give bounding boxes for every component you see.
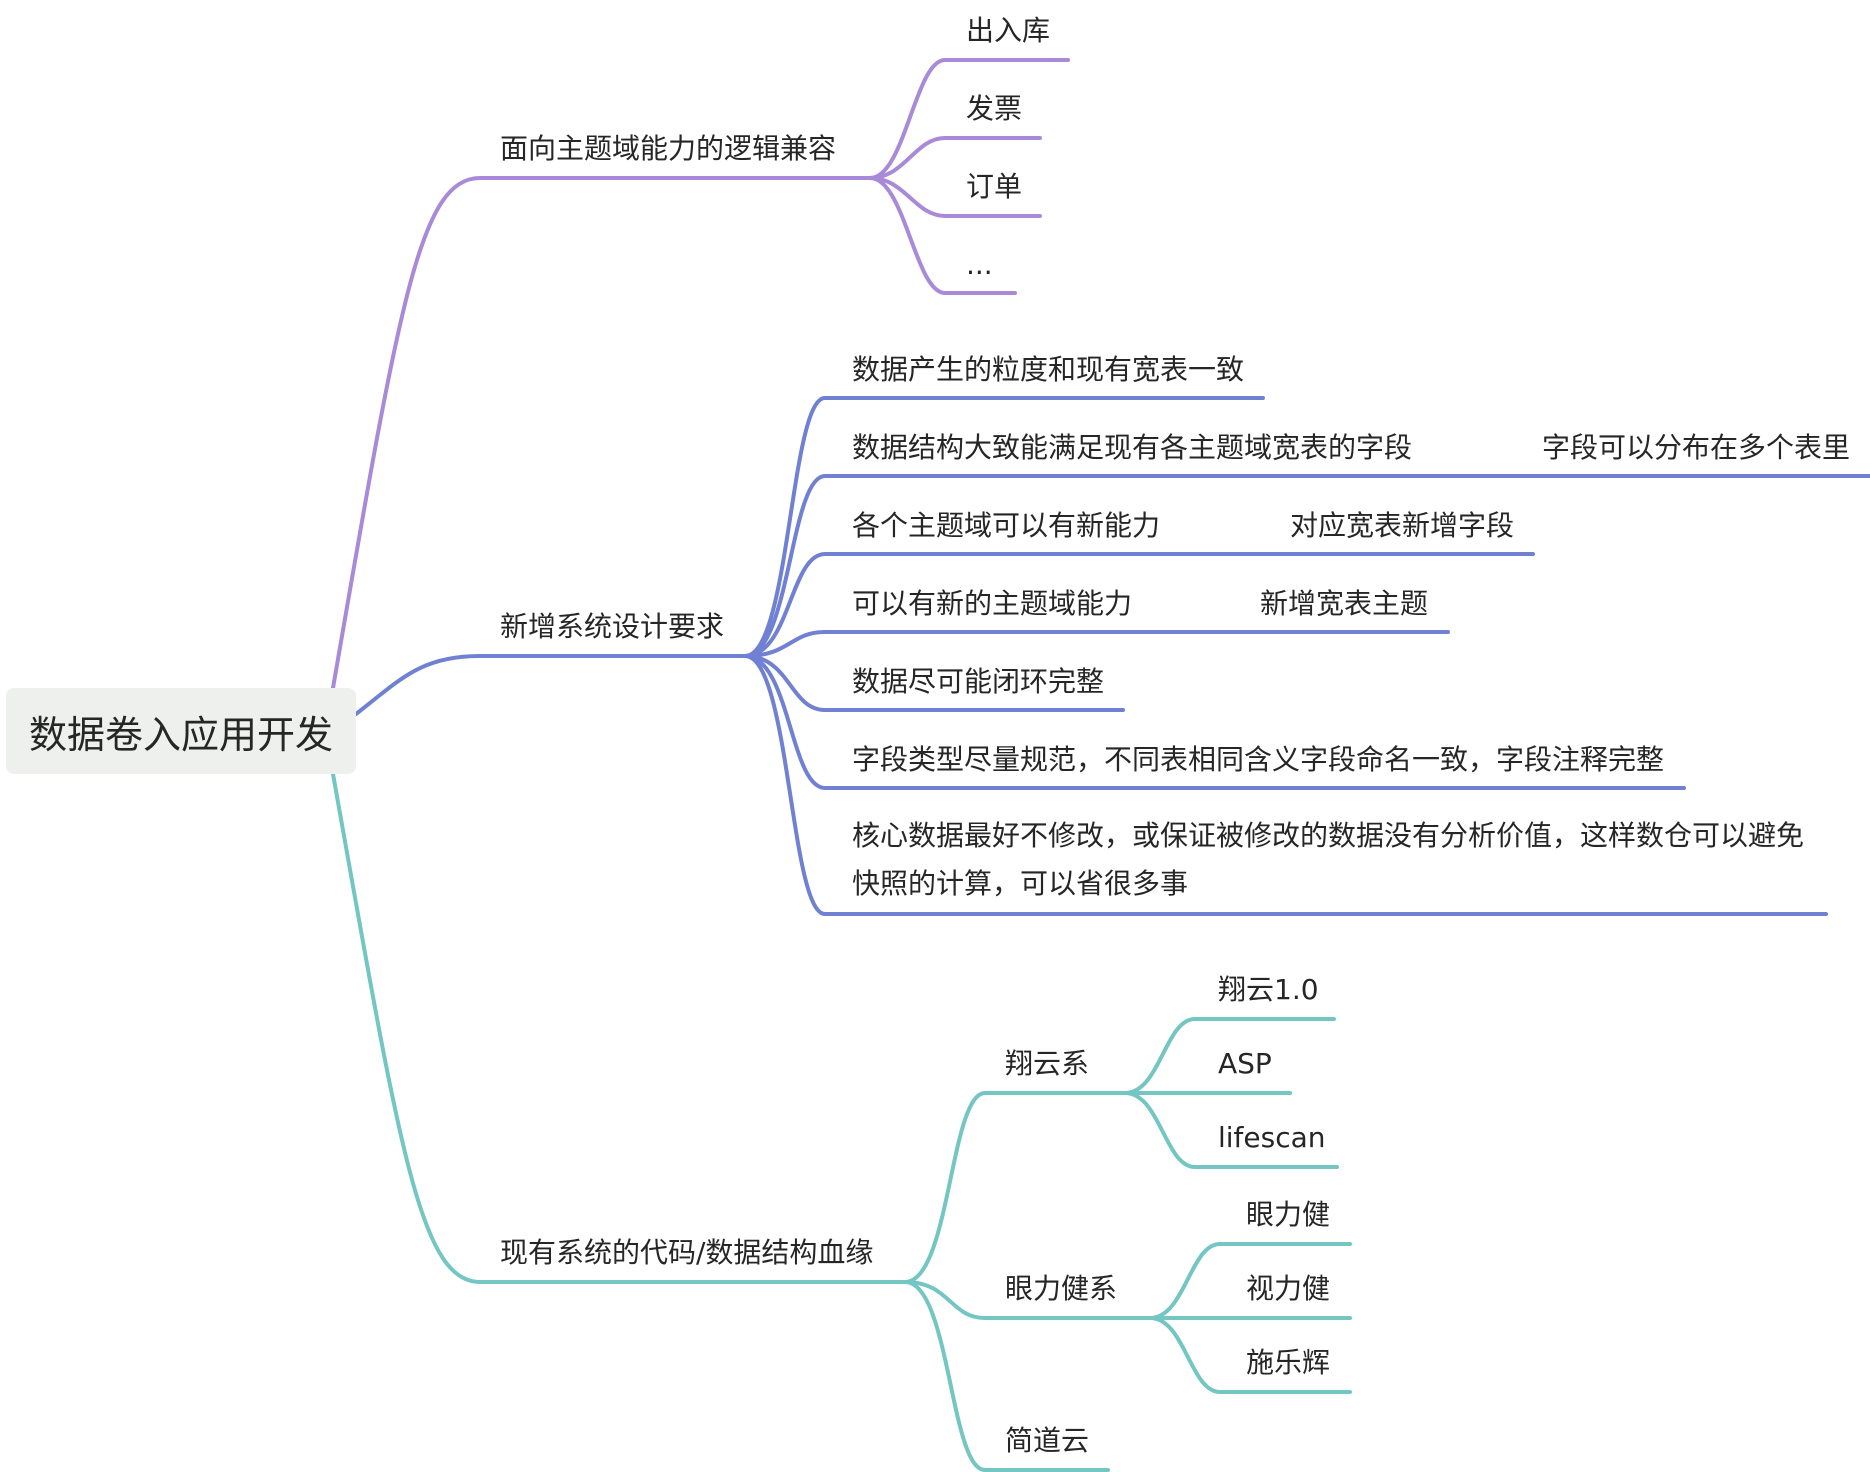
- connector-b1-c1: [868, 58, 1070, 180]
- connector-b3-c3: [903, 1280, 1110, 1472]
- connector-b1-c4: [868, 176, 1017, 295]
- connector-b2-c5: [743, 654, 1125, 712]
- connector-c2-g1: [1148, 1242, 1352, 1320]
- topic-b1-c2[interactable]: 发票: [966, 92, 1023, 125]
- connector-c1-g1: [1123, 1017, 1336, 1095]
- root-topic[interactable]: 数据卷入应用开发: [6, 688, 356, 774]
- topic-b2-c3[interactable]: 各个主题域可以有新能力: [852, 509, 1161, 542]
- connector-root-b2: [354, 654, 747, 716]
- topic-b2-c6[interactable]: 字段类型尽量规范，不同表相同含义字段命名一致，字段注释完整: [852, 743, 1665, 776]
- topic-b3-c1-g1[interactable]: 翔云1.0: [1218, 973, 1319, 1006]
- topic-b2-c7[interactable]: 核心数据最好不修改，或保证被修改的数据没有分析价值，这样数仓可以避免快照的计算，…: [852, 819, 1805, 900]
- connector-c2-g3: [1148, 1316, 1352, 1394]
- topic-b3-c3[interactable]: 简道云: [1005, 1424, 1090, 1457]
- connector-b2-c3: [743, 552, 1535, 658]
- topic-b2-c4-child[interactable]: 新增宽表主题: [1260, 587, 1429, 620]
- topic-b3-c2[interactable]: 眼力健系: [1005, 1272, 1118, 1305]
- connector-b2-c6: [743, 654, 1686, 790]
- connector-b1-c2: [868, 136, 1042, 180]
- root-topic-label: 数据卷入应用开发: [28, 712, 333, 757]
- connector-b2-c4: [743, 630, 1450, 658]
- topic-b2-c5[interactable]: 数据尽可能闭环完整: [852, 665, 1105, 698]
- topic-b3-c1-g2[interactable]: ASP: [1218, 1047, 1272, 1080]
- topic-b2-c2[interactable]: 数据结构大致能满足现有各主题域宽表的字段: [852, 431, 1413, 464]
- topic-b3[interactable]: 现有系统的代码/数据结构血缘: [500, 1236, 874, 1269]
- topic-b2-c2-child[interactable]: 字段可以分布在多个表里: [1542, 431, 1851, 464]
- topic-b3-c2-g2[interactable]: 视力健: [1246, 1272, 1331, 1305]
- topic-b3-c1-g3[interactable]: lifescan: [1218, 1121, 1326, 1154]
- connector-b2-c7: [743, 654, 1828, 916]
- connector-b3-c1: [903, 1091, 1127, 1284]
- topic-b1-c4[interactable]: ...: [966, 248, 993, 281]
- topic-b2-c4[interactable]: 可以有新的主题域能力: [852, 587, 1133, 620]
- connector-root-b3: [331, 772, 907, 1284]
- topic-b1-c1[interactable]: 出入库: [966, 14, 1051, 47]
- connector-b1-c3: [868, 176, 1042, 218]
- connector-c1-g3: [1123, 1091, 1339, 1169]
- topic-b3-c2-g3[interactable]: 施乐辉: [1246, 1346, 1331, 1379]
- connector-b2-c1: [743, 396, 1265, 658]
- connector-root-b1: [331, 176, 872, 690]
- topic-b3-c2-g1[interactable]: 眼力健: [1246, 1198, 1331, 1231]
- topic-b3-c1[interactable]: 翔云系: [1005, 1047, 1090, 1080]
- topic-b1[interactable]: 面向主题域能力的逻辑兼容: [500, 132, 837, 165]
- topic-b2[interactable]: 新增系统设计要求: [500, 610, 725, 643]
- topic-b2-c3-child[interactable]: 对应宽表新增字段: [1290, 509, 1515, 542]
- topic-b2-c1[interactable]: 数据产生的粒度和现有宽表一致: [852, 353, 1245, 386]
- connector-b2-c2: [743, 474, 1870, 658]
- connector-b3-c2: [903, 1280, 1152, 1320]
- topic-b1-c3[interactable]: 订单: [966, 170, 1023, 203]
